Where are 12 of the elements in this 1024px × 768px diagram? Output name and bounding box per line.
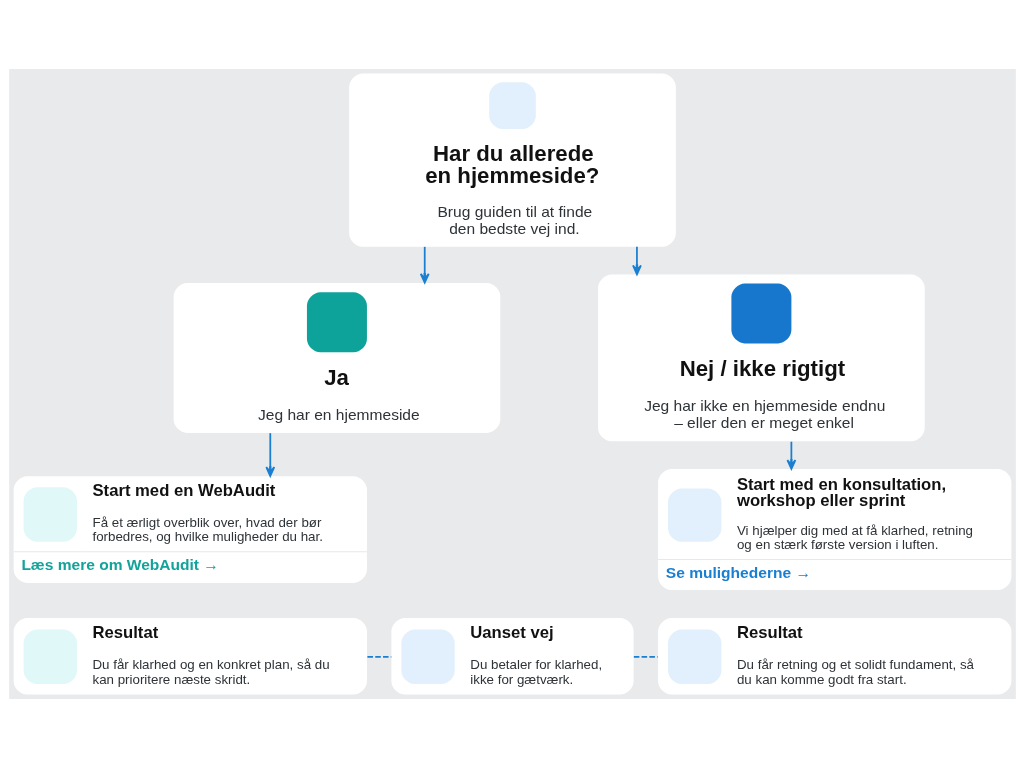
arrow: [419, 245, 430, 284]
node-box: Har du allerede en hjemmeside? Brug guiden til at finde den bedste vej ind.: [348, 73, 676, 247]
node-box: Uanset vej Du betaler for klarhed, ikke for gætværk.: [390, 617, 634, 695]
node-box: Nej / ikke rigtigt Jeg har ikke en hjemmeside endnu – eller den er meget enkel: [597, 274, 925, 442]
connector: [632, 655, 659, 658]
arrow: [786, 440, 796, 470]
node-box: Resultat Du får klarhed og en konkret plan, så du kan prioritere næste skridt.: [13, 617, 367, 695]
arrow: [631, 245, 642, 276]
node-box: Resultat Du får retning og et solidt fundament, så du kan komme godt fra start.: [657, 617, 1011, 695]
connector: [366, 655, 392, 658]
node-box: Ja Jeg har en hjemmeside: [173, 282, 500, 433]
arrow: [264, 432, 275, 477]
